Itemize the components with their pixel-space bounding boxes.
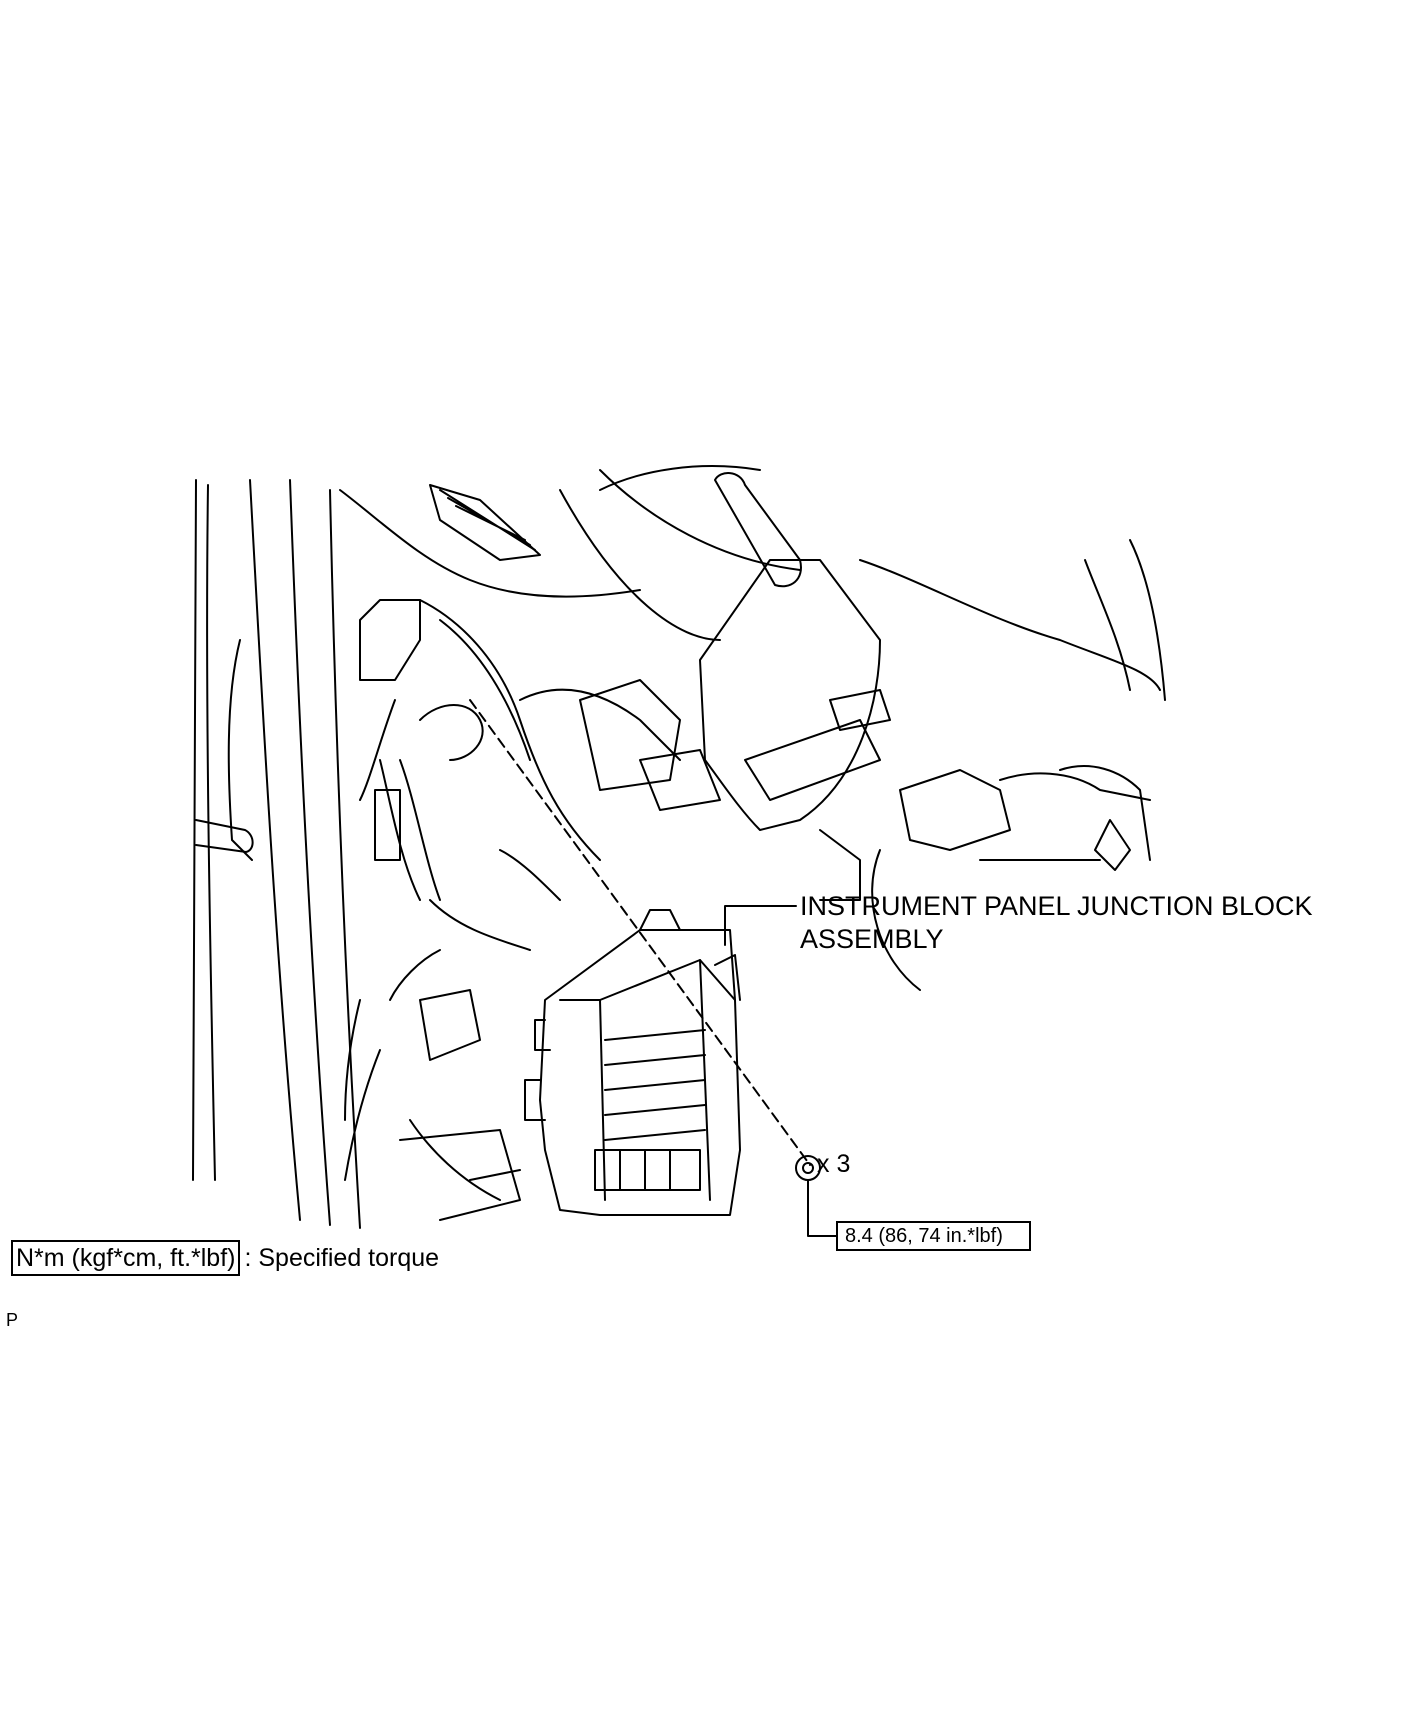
- a-pillar: [192, 479, 361, 1229]
- junction-block-assembly: [524, 909, 741, 1216]
- bolt-alignment-line: [469, 699, 811, 1166]
- wiring-harness: [374, 599, 721, 951]
- lower-left-duct: [344, 599, 501, 1201]
- part-name-line2: ASSEMBLY: [800, 924, 944, 954]
- legend-unit-box: N*m (kgf*cm, ft.*lbf): [11, 1240, 241, 1276]
- dashboard-upper: [339, 469, 801, 641]
- part-name-label: INSTRUMENT PANEL JUNCTION BLOCK ASSEMBLY: [800, 890, 1313, 956]
- floor-area: [399, 1129, 521, 1221]
- part-name-line1: INSTRUMENT PANEL JUNCTION BLOCK: [800, 891, 1313, 921]
- lower-dash-right: [819, 765, 1151, 991]
- torque-leader: [807, 1179, 837, 1237]
- part-leader: [724, 905, 797, 946]
- torque-value-box: 8.4 (86, 74 in.*lbf): [836, 1221, 1031, 1251]
- legend-description: : Specified torque: [244, 1244, 440, 1272]
- steering-column: [599, 465, 1166, 831]
- bolt-quantity-label: x 3: [817, 1150, 851, 1178]
- torque-legend: N*m (kgf*cm, ft.*lbf) : Specified torque: [11, 1238, 439, 1278]
- figure-code: P: [6, 1310, 19, 1330]
